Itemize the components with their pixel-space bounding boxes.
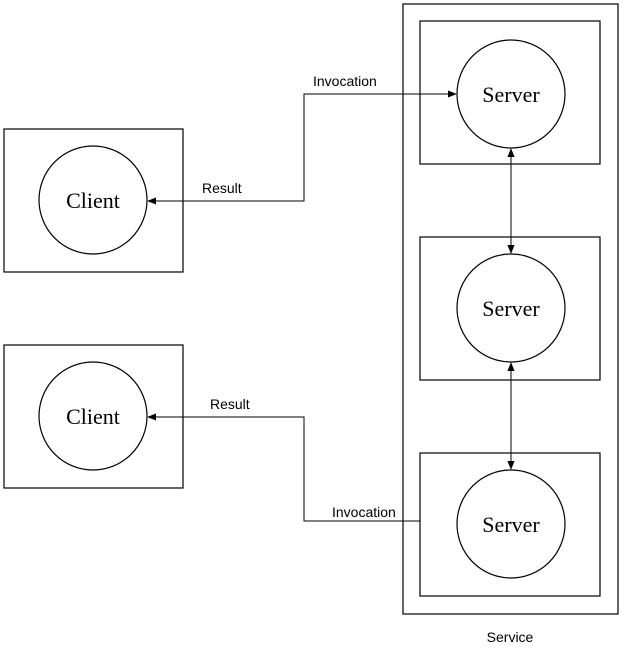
server-label-2: Server [482, 296, 540, 321]
server-label-3: Server [482, 512, 540, 537]
server-label-1: Server [482, 82, 540, 107]
client-label-2: Client [66, 404, 120, 429]
server-node-3: Server [419, 452, 601, 597]
invocation-label-top: Invocation [313, 73, 377, 89]
server-circle-3 [456, 469, 566, 579]
result-label-bottom: Result [210, 396, 250, 412]
server-node-2: Server [419, 236, 601, 381]
client-circle-1 [38, 145, 148, 255]
client-circle-2 [38, 361, 148, 471]
invocation-result-connector-top [147, 90, 457, 205]
result-label-top: Result [202, 180, 242, 196]
server-node-1: Server [419, 20, 601, 165]
client-node-2: Client [3, 344, 184, 489]
service-label: Service [487, 629, 534, 645]
server-circle-2 [456, 253, 566, 363]
server-circle-1 [456, 39, 566, 149]
invocation-label-bottom: Invocation [332, 504, 396, 520]
client-label-1: Client [66, 188, 120, 213]
invocation-result-connector-bottom [147, 413, 420, 522]
